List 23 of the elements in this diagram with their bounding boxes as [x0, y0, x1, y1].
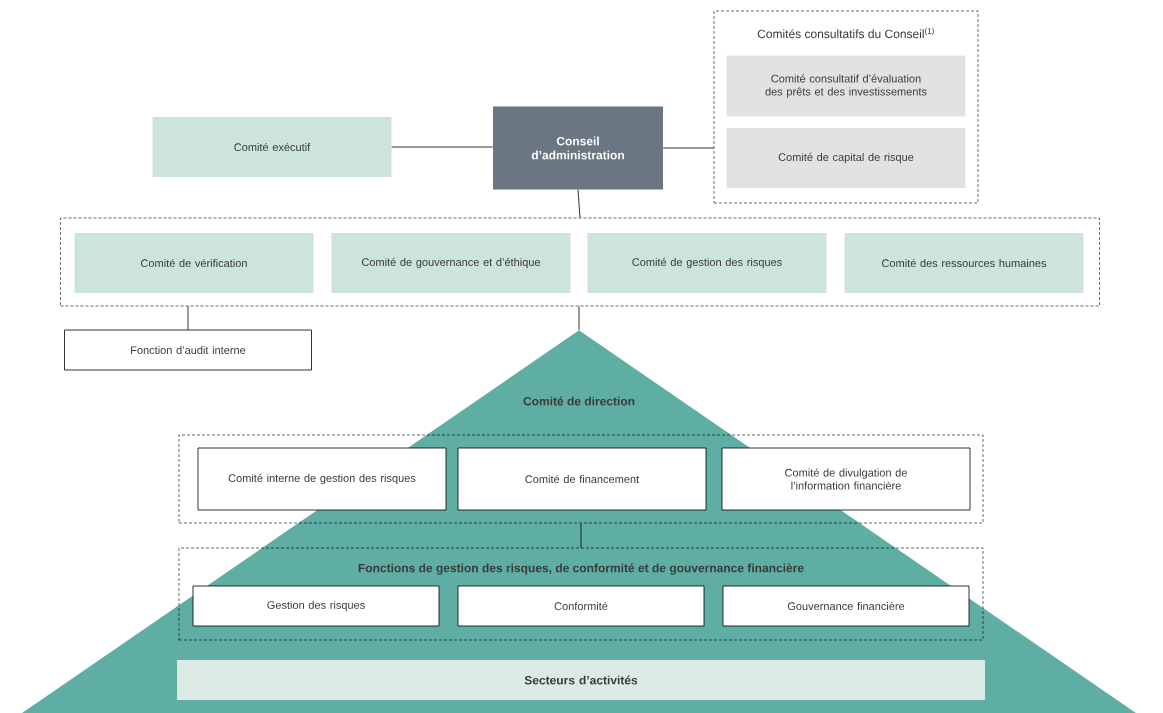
committee-box: Comité exécutif — [152, 117, 392, 177]
board-box: Conseil d’administration — [493, 106, 663, 190]
function-box: Gouvernance financière — [722, 585, 970, 627]
function-box: Comité de financement — [457, 447, 707, 511]
committee-box: Comité de vérification — [74, 233, 314, 293]
connector-line — [662, 147, 715, 149]
function-box: Comité interne de gestion des risques — [197, 447, 447, 511]
advisory-box: Comité consultatif d’évaluation des prêts et des investissements — [726, 55, 966, 117]
connector-line — [391, 146, 494, 148]
committee-box: Comité de gouvernance et d’éthique — [331, 233, 571, 293]
function-box: Comité de divulgation de l’information financière — [721, 447, 971, 511]
connector-line — [578, 305, 580, 331]
connector-line — [577, 189, 581, 219]
committee-box: Comité de gestion des risques — [587, 233, 827, 293]
function-box: Gestion des risques — [192, 585, 440, 627]
function-box: Fonction d’audit interne — [64, 329, 312, 371]
connector-line — [187, 305, 189, 330]
advisory-box: Comité de capital de risque — [726, 128, 966, 188]
function-box: Conformité — [457, 585, 705, 627]
connector-line — [580, 522, 582, 549]
sector-band: Secteurs d’activités — [177, 660, 985, 700]
committee-box: Comité des ressources humaines — [844, 233, 1084, 293]
dashed-group — [60, 217, 1100, 307]
